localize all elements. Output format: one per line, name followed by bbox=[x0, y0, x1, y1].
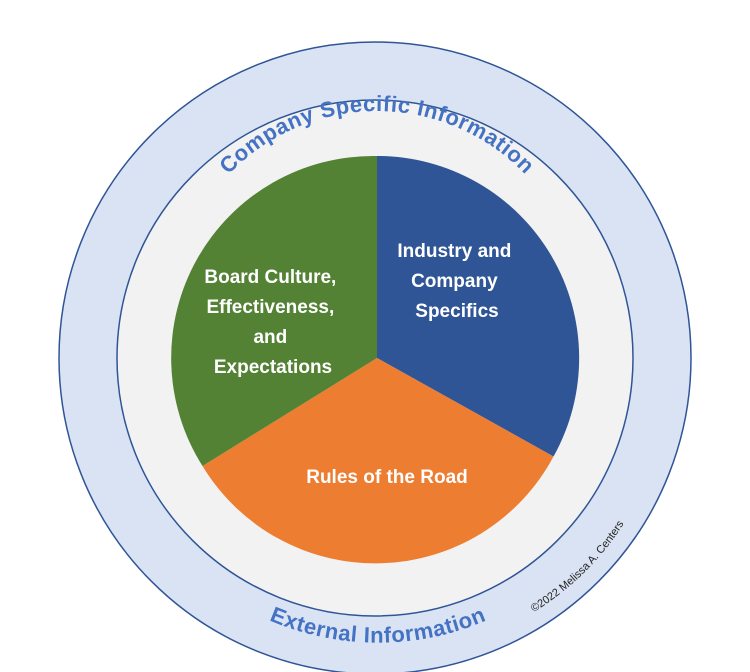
board-label-line-1: Board Culture, bbox=[204, 267, 336, 288]
industry-label: Industry and Company Specifics bbox=[397, 241, 516, 322]
segment-industry bbox=[377, 155, 580, 457]
industry-label-line-3: Specifics bbox=[415, 301, 498, 322]
rules-label: Rules of the Road bbox=[306, 467, 468, 488]
segment-board bbox=[171, 155, 377, 466]
board-label-line-3: and bbox=[253, 327, 287, 348]
industry-label-line-1: Industry and bbox=[397, 241, 511, 262]
rules-label-line-1: Rules of the Road bbox=[306, 467, 468, 488]
segment-rules bbox=[202, 358, 554, 564]
industry-label-line-2: Company bbox=[411, 271, 498, 292]
board-label-line-4: Expectations bbox=[214, 357, 332, 378]
board-label-line-2: Effectiveness, bbox=[206, 297, 334, 318]
board-label: Board Culture, Effectiveness, and Expect… bbox=[204, 267, 341, 378]
